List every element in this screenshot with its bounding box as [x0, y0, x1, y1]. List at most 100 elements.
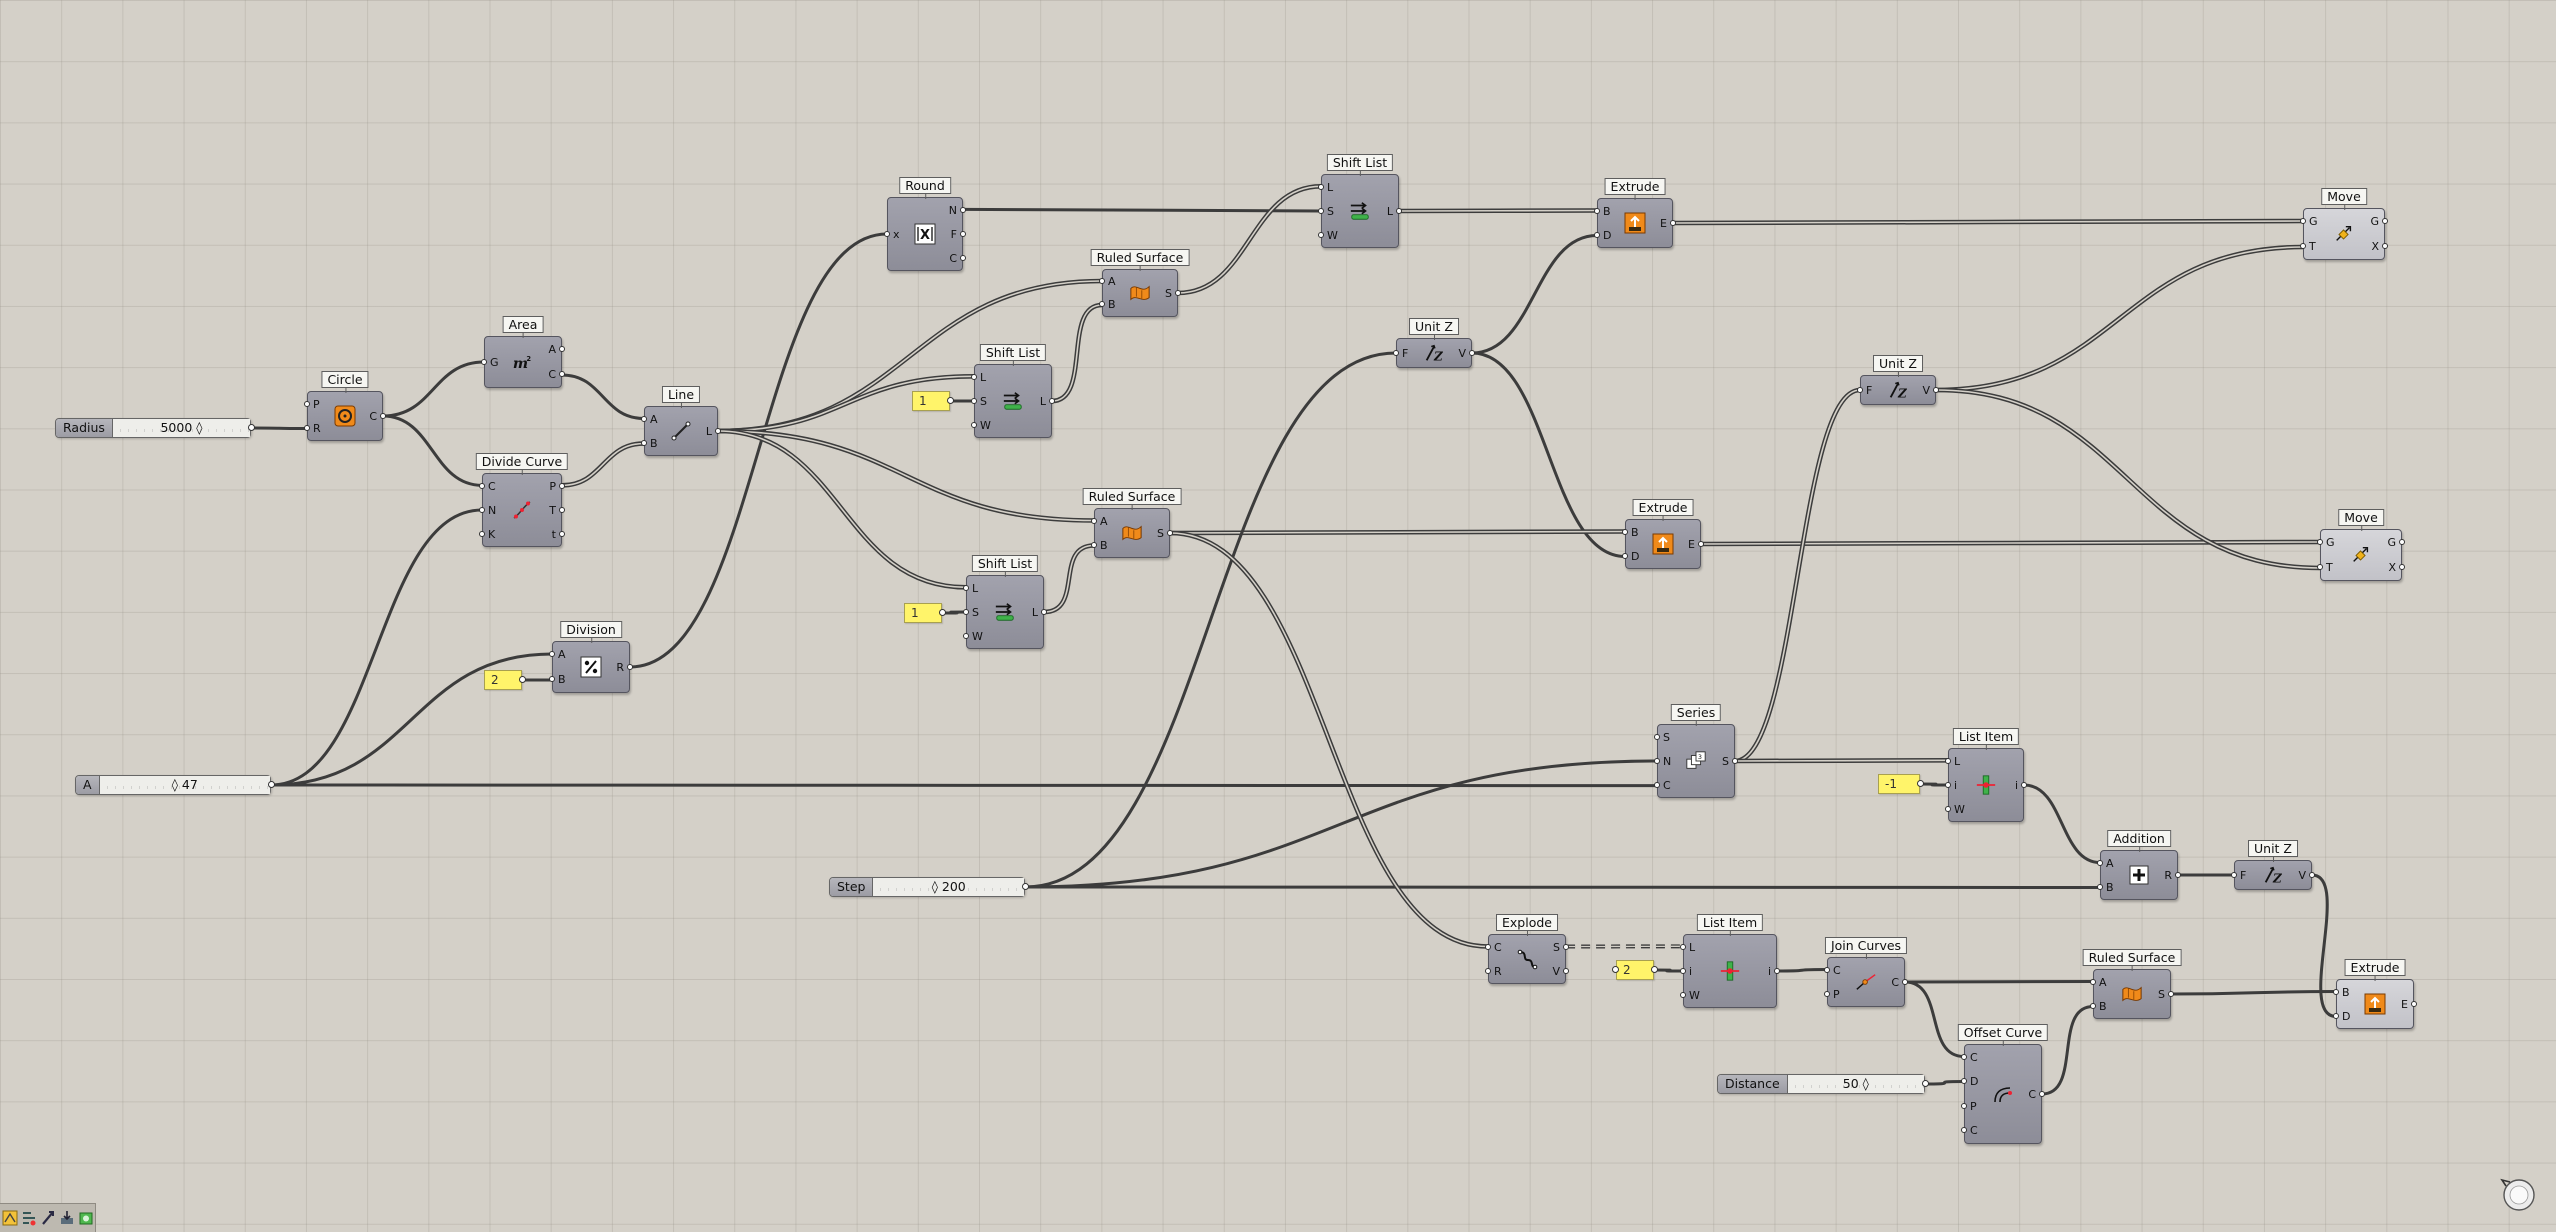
input-port[interactable]: A: [1103, 276, 1121, 287]
preview-tool-icon[interactable]: [77, 1205, 95, 1231]
input-port[interactable]: B: [553, 674, 571, 685]
output-port[interactable]: S: [1717, 756, 1734, 767]
input-port[interactable]: S: [1658, 732, 1675, 743]
panel-output-grip[interactable]: [947, 397, 954, 404]
output-port[interactable]: G: [2382, 537, 2401, 548]
panel[interactable]: 2: [1616, 960, 1654, 980]
output-port[interactable]: N: [944, 205, 962, 216]
panel[interactable]: 1: [904, 603, 942, 623]
output-port[interactable]: S: [1548, 942, 1565, 953]
panel-input-grip[interactable]: [1612, 966, 1619, 973]
sketch-tool-icon[interactable]: [1, 1205, 19, 1231]
output-port[interactable]: E: [2396, 999, 2413, 1010]
input-port[interactable]: F: [1397, 348, 1413, 359]
output-port[interactable]: L: [1382, 206, 1398, 217]
input-port[interactable]: F: [2235, 870, 2251, 881]
output-port[interactable]: P: [544, 481, 561, 492]
panel-output-grip[interactable]: [1651, 966, 1658, 973]
input-port[interactable]: L: [967, 583, 983, 594]
output-port[interactable]: X: [2366, 241, 2384, 252]
slider-output-grip[interactable]: [1022, 883, 1029, 890]
input-port[interactable]: G: [485, 357, 504, 368]
input-port[interactable]: F: [1861, 385, 1877, 396]
input-port[interactable]: D: [1598, 230, 1616, 241]
input-port[interactable]: N: [483, 505, 501, 516]
panel-output-grip[interactable]: [939, 609, 946, 616]
navigation-compass-icon[interactable]: [2500, 1176, 2538, 1214]
radius-slider[interactable]: Radius 5000 ◊: [55, 418, 251, 438]
input-port[interactable]: T: [2304, 241, 2321, 252]
output-port[interactable]: X: [2383, 562, 2401, 573]
panel-output-grip[interactable]: [519, 676, 526, 683]
input-port[interactable]: i: [1684, 966, 1697, 977]
panel[interactable]: -1: [1878, 774, 1920, 794]
slider-output-grip[interactable]: [1922, 1080, 1929, 1087]
input-port[interactable]: C: [1658, 780, 1676, 791]
output-port[interactable]: V: [1547, 966, 1565, 977]
output-port[interactable]: S: [2153, 989, 2170, 1000]
output-port[interactable]: E: [1683, 539, 1700, 550]
input-port[interactable]: C: [1828, 965, 1846, 976]
input-port[interactable]: A: [1095, 516, 1113, 527]
input-port[interactable]: W: [1949, 804, 1970, 815]
input-port[interactable]: C: [1965, 1052, 1983, 1063]
input-port[interactable]: B: [2094, 1001, 2112, 1012]
input-port[interactable]: R: [1489, 966, 1507, 977]
input-port[interactable]: K: [483, 529, 500, 540]
input-port[interactable]: L: [1949, 756, 1965, 767]
input-port[interactable]: W: [975, 420, 996, 431]
magnet-tool-icon[interactable]: [39, 1205, 57, 1231]
output-port[interactable]: E: [1655, 218, 1672, 229]
input-port[interactable]: B: [2337, 987, 2355, 998]
input-port[interactable]: B: [1598, 206, 1616, 217]
output-port[interactable]: F: [946, 229, 962, 240]
input-port[interactable]: D: [2337, 1011, 2355, 1022]
output-port[interactable]: C: [364, 411, 382, 422]
panel[interactable]: 1: [912, 391, 950, 411]
input-port[interactable]: L: [1322, 182, 1338, 193]
output-port[interactable]: C: [944, 253, 962, 264]
input-port[interactable]: N: [1658, 756, 1676, 767]
input-port[interactable]: C: [1489, 942, 1507, 953]
output-port[interactable]: C: [1886, 977, 1904, 988]
slider-value[interactable]: ◊ 200: [873, 878, 1024, 896]
input-port[interactable]: G: [2321, 537, 2340, 548]
output-port[interactable]: T: [544, 505, 561, 516]
input-port[interactable]: B: [1095, 540, 1113, 551]
sort-tool-icon[interactable]: [20, 1205, 38, 1231]
output-port[interactable]: t: [547, 529, 561, 540]
output-port[interactable]: S: [1160, 288, 1177, 299]
input-port[interactable]: A: [553, 649, 571, 660]
panel-output-grip[interactable]: [1917, 780, 1924, 787]
output-port[interactable]: i: [2010, 780, 2023, 791]
input-port[interactable]: A: [2101, 858, 2119, 869]
export-tool-icon[interactable]: [58, 1205, 76, 1231]
input-port[interactable]: P: [1828, 989, 1845, 1000]
input-port[interactable]: D: [1626, 551, 1644, 562]
output-port[interactable]: R: [611, 662, 629, 673]
slider-output-grip[interactable]: [248, 424, 255, 431]
input-port[interactable]: B: [1626, 527, 1644, 538]
input-port[interactable]: D: [1965, 1076, 1983, 1087]
output-port[interactable]: A: [543, 344, 561, 355]
input-port[interactable]: i: [1949, 780, 1962, 791]
input-port[interactable]: A: [645, 414, 663, 425]
input-port[interactable]: T: [2321, 562, 2338, 573]
output-port[interactable]: L: [1027, 607, 1043, 618]
